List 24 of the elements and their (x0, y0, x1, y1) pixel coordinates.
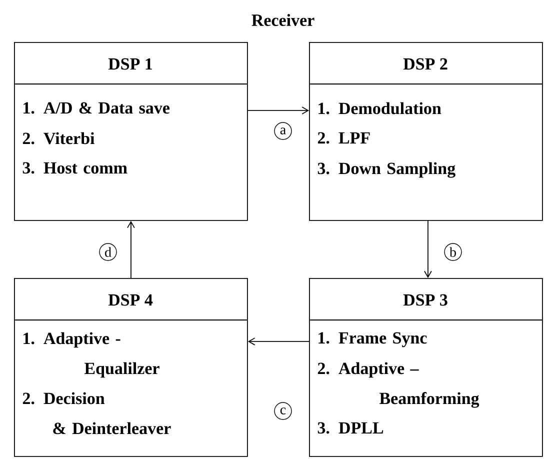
arrow (424, 220, 432, 278)
list-item: 3. DPLL (318, 422, 384, 434)
arrow (127, 220, 135, 278)
list-item: 2. Decision & Deinterleaver (22, 392, 171, 434)
edge-label: c (274, 402, 292, 420)
edge-label: a (274, 122, 292, 140)
title: Receiver (252, 14, 314, 26)
box-heading: DSP 3 (403, 294, 448, 306)
list-item: 3. Down Sampling (318, 162, 456, 178)
arrow (248, 338, 310, 346)
arrow (247, 106, 309, 114)
edge-label: b (444, 243, 462, 261)
box-heading: DSP 1 (108, 58, 152, 70)
list-item: 1. Demodulation (318, 102, 442, 114)
list-item: 2. Adaptive – Beamforming (318, 362, 480, 408)
list-item: 1. Frame Sync (318, 332, 427, 348)
list-item: 1. A/D & Data save (24, 102, 170, 114)
list-item: 1. Adaptive - Equalilzer (24, 332, 160, 378)
edge-label: d (99, 243, 117, 261)
list-item: 3. Host comm (22, 162, 128, 174)
list-item: 2. Viterbi (22, 132, 94, 144)
box-heading: DSP 4 (108, 294, 153, 306)
box-heading: DSP 2 (403, 58, 448, 70)
list-item: 2. LPF (318, 132, 370, 144)
